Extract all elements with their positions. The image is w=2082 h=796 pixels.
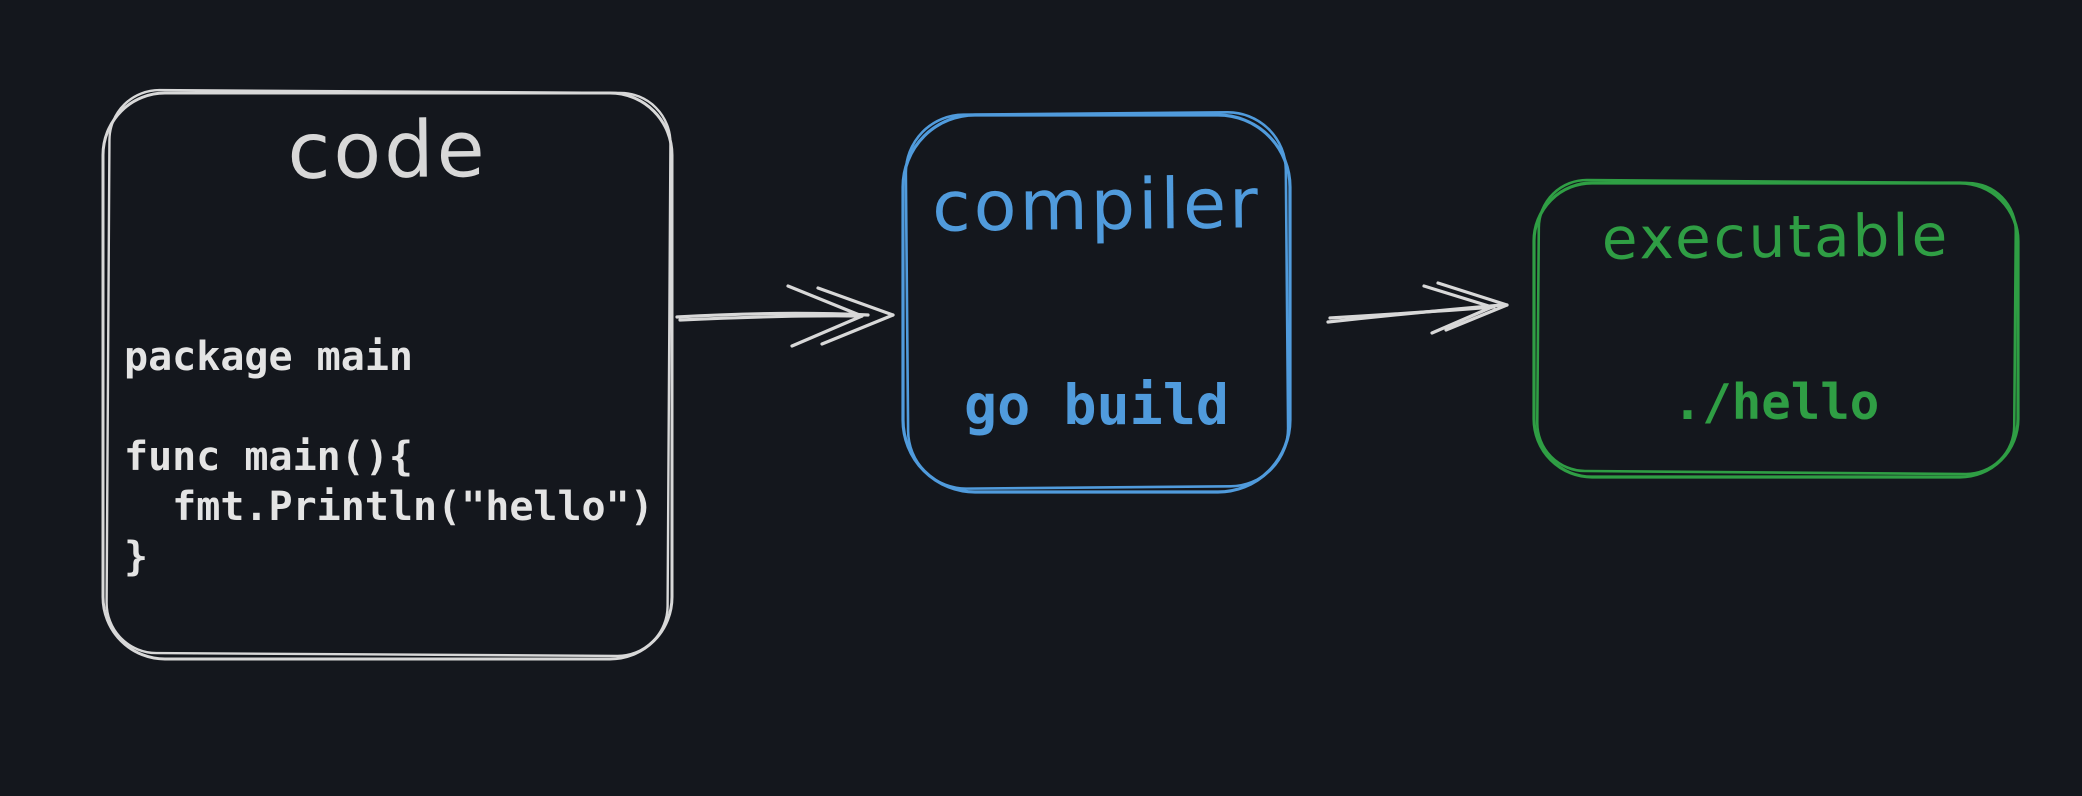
executable-node: executable ./hello: [1531, 178, 2021, 480]
compiler-node: compiler go build: [900, 111, 1293, 495]
executable-command: ./hello: [1672, 374, 1880, 431]
arrow-code-to-compiler: [675, 284, 895, 348]
code-line: package main: [124, 334, 413, 380]
compiler-node-title: compiler: [931, 162, 1262, 248]
code-line: [124, 382, 654, 432]
compiler-box-border: [901, 111, 1292, 494]
executable-box-border: [1532, 178, 2020, 479]
compiler-command: go build: [964, 373, 1229, 437]
code-line: fmt.Println("hello"): [124, 484, 654, 530]
code-snippet: package main func main(){ fmt.Println("h…: [124, 332, 654, 582]
code-line: func main(){: [124, 434, 413, 480]
code-box-border: [101, 88, 674, 661]
executable-node-title: executable: [1601, 201, 1951, 273]
code-line: }: [124, 534, 149, 580]
code-node-title: code: [286, 104, 489, 198]
arrow-compiler-to-executable: [1326, 281, 1509, 335]
code-node: code package main func main(){ fmt.Print…: [100, 88, 675, 662]
